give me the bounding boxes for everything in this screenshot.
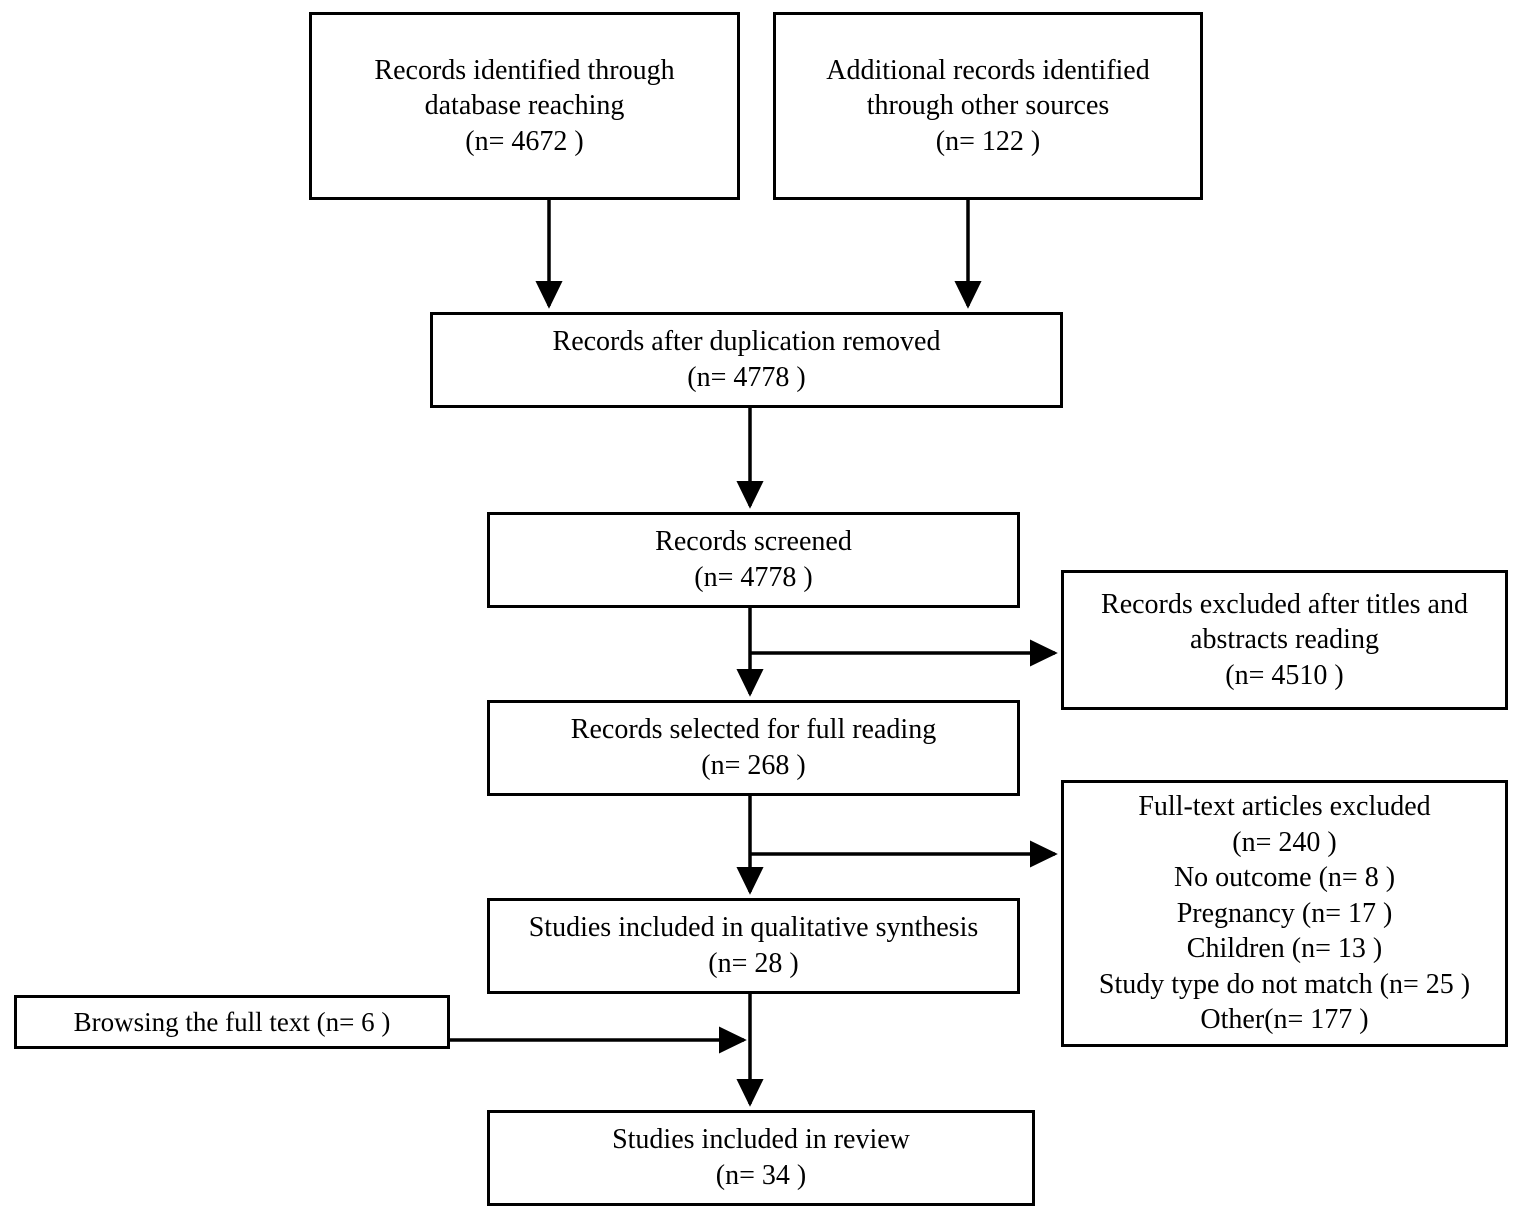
box-line: through other sources [866,90,1110,122]
box-line: Records excluded after titles and [1101,588,1468,620]
box-line: abstracts reading [1190,624,1379,656]
box-line: database reaching [424,90,625,122]
box-records-excluded-titles-abstracts: Records excluded after titles and abstra… [1061,570,1508,710]
box-line-reason: Study type do not match (n= 25 ) [1098,968,1471,1000]
box-line-reason: Children (n= 13 ) [1186,933,1383,965]
box-line-count: (n= 4672 ) [465,125,584,157]
box-records-identified-database: Records identified through database reac… [309,12,740,200]
box-line-count: (n= 28 ) [708,948,799,979]
box-line-count: (n= 268 ) [701,750,806,781]
box-records-selected-full-reading: Records selected for full reading (n= 26… [487,700,1020,796]
box-line: Browsing the full text (n= 6 ) [73,1006,391,1037]
box-additional-records-other-sources: Additional records identified through ot… [773,12,1203,200]
box-studies-included-review: Studies included in review (n= 34 ) [487,1110,1035,1206]
box-line: Studies included in qualitative synthesi… [528,912,979,944]
box-fulltext-articles-excluded: Full-text articles excluded (n= 240 ) No… [1061,780,1508,1047]
box-line-count: (n= 122 ) [935,125,1041,157]
box-browsing-full-text: Browsing the full text (n= 6 ) [14,995,450,1049]
box-line-reason: No outcome (n= 8 ) [1173,862,1396,894]
box-line-reason: Other(n= 177 ) [1200,1004,1369,1036]
box-line: Records selected for full reading [570,714,937,746]
box-line: Records screened [655,526,852,558]
box-records-after-duplication-removed: Records after duplication removed (n= 47… [430,312,1063,408]
box-line-count: (n= 4778 ) [687,362,806,393]
box-line: Full-text articles excluded [1138,791,1431,823]
box-line: Additional records identified [826,54,1150,86]
box-line-count: (n= 4510 ) [1225,659,1344,691]
box-records-screened: Records screened (n= 4778 ) [487,512,1020,608]
box-line-count: (n= 4778 ) [694,562,813,593]
box-line: Records identified through [374,54,675,86]
box-line-reason: Pregnancy (n= 17 ) [1176,897,1393,929]
box-line-count: (n= 240 ) [1232,826,1337,858]
box-studies-included-qualitative-synthesis: Studies included in qualitative synthesi… [487,898,1020,994]
box-line-count: (n= 34 ) [715,1160,807,1191]
box-line: Records after duplication removed [552,326,941,358]
box-line: Studies included in review [612,1124,910,1156]
